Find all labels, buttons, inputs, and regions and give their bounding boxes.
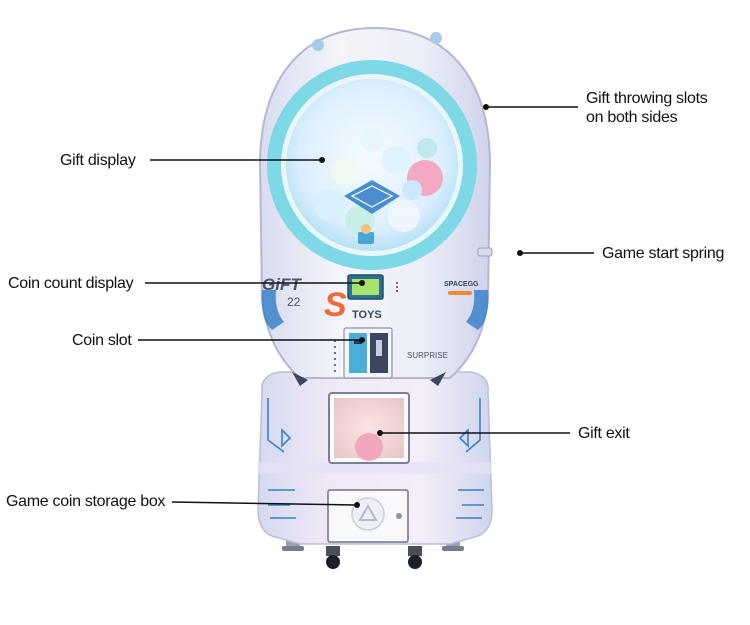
base-side-decals xyxy=(267,398,484,519)
panel-dots xyxy=(396,282,398,292)
brand-gift: GiFT xyxy=(262,275,302,294)
left-chevron xyxy=(292,372,308,386)
label-game-start-spring: Game start spring xyxy=(602,245,725,262)
label-coin-count-display: Coin count display xyxy=(8,275,134,292)
game-start-spring-knob xyxy=(477,247,493,257)
callout-lines xyxy=(138,106,594,506)
label-gift-throwing-line1: Gift throwing slots xyxy=(586,90,708,107)
coin-slot-panel xyxy=(343,327,393,379)
brand-panel: GiFT 22 S TOYS SPACEGG SURPRISE xyxy=(262,275,479,360)
brand-toys: TOYS xyxy=(352,309,382,321)
coin-storage-box xyxy=(327,489,409,543)
label-gift-display: Gift display xyxy=(60,152,136,169)
capsule-balls xyxy=(314,128,443,235)
brand-number: 22 xyxy=(287,295,301,309)
display-figure-toy xyxy=(358,224,374,244)
left-fin xyxy=(261,290,284,330)
spacegg-bar xyxy=(448,291,472,295)
brand-spacegg: SPACEGG xyxy=(444,281,479,288)
brand-s: S xyxy=(324,286,347,324)
top-left-light xyxy=(312,39,324,51)
gift-exit-opening xyxy=(328,392,410,464)
callout-dots xyxy=(319,104,523,508)
right-fin xyxy=(466,290,489,330)
base-band xyxy=(258,462,492,474)
top-right-light xyxy=(430,32,442,44)
brand-surprise: SURPRISE xyxy=(407,351,448,360)
right-chevron xyxy=(430,372,446,386)
coin-slot-dots xyxy=(334,340,336,372)
label-coin-slot: Coin slot xyxy=(72,332,132,349)
label-coin-storage-box: Game coin storage box xyxy=(6,493,166,510)
coin-count-display xyxy=(347,274,384,300)
display-diamond-decal xyxy=(344,180,400,214)
label-gift-exit: Gift exit xyxy=(578,425,630,442)
gift-display-window xyxy=(267,60,477,270)
label-gift-throwing-line2: on both sides xyxy=(586,109,678,126)
